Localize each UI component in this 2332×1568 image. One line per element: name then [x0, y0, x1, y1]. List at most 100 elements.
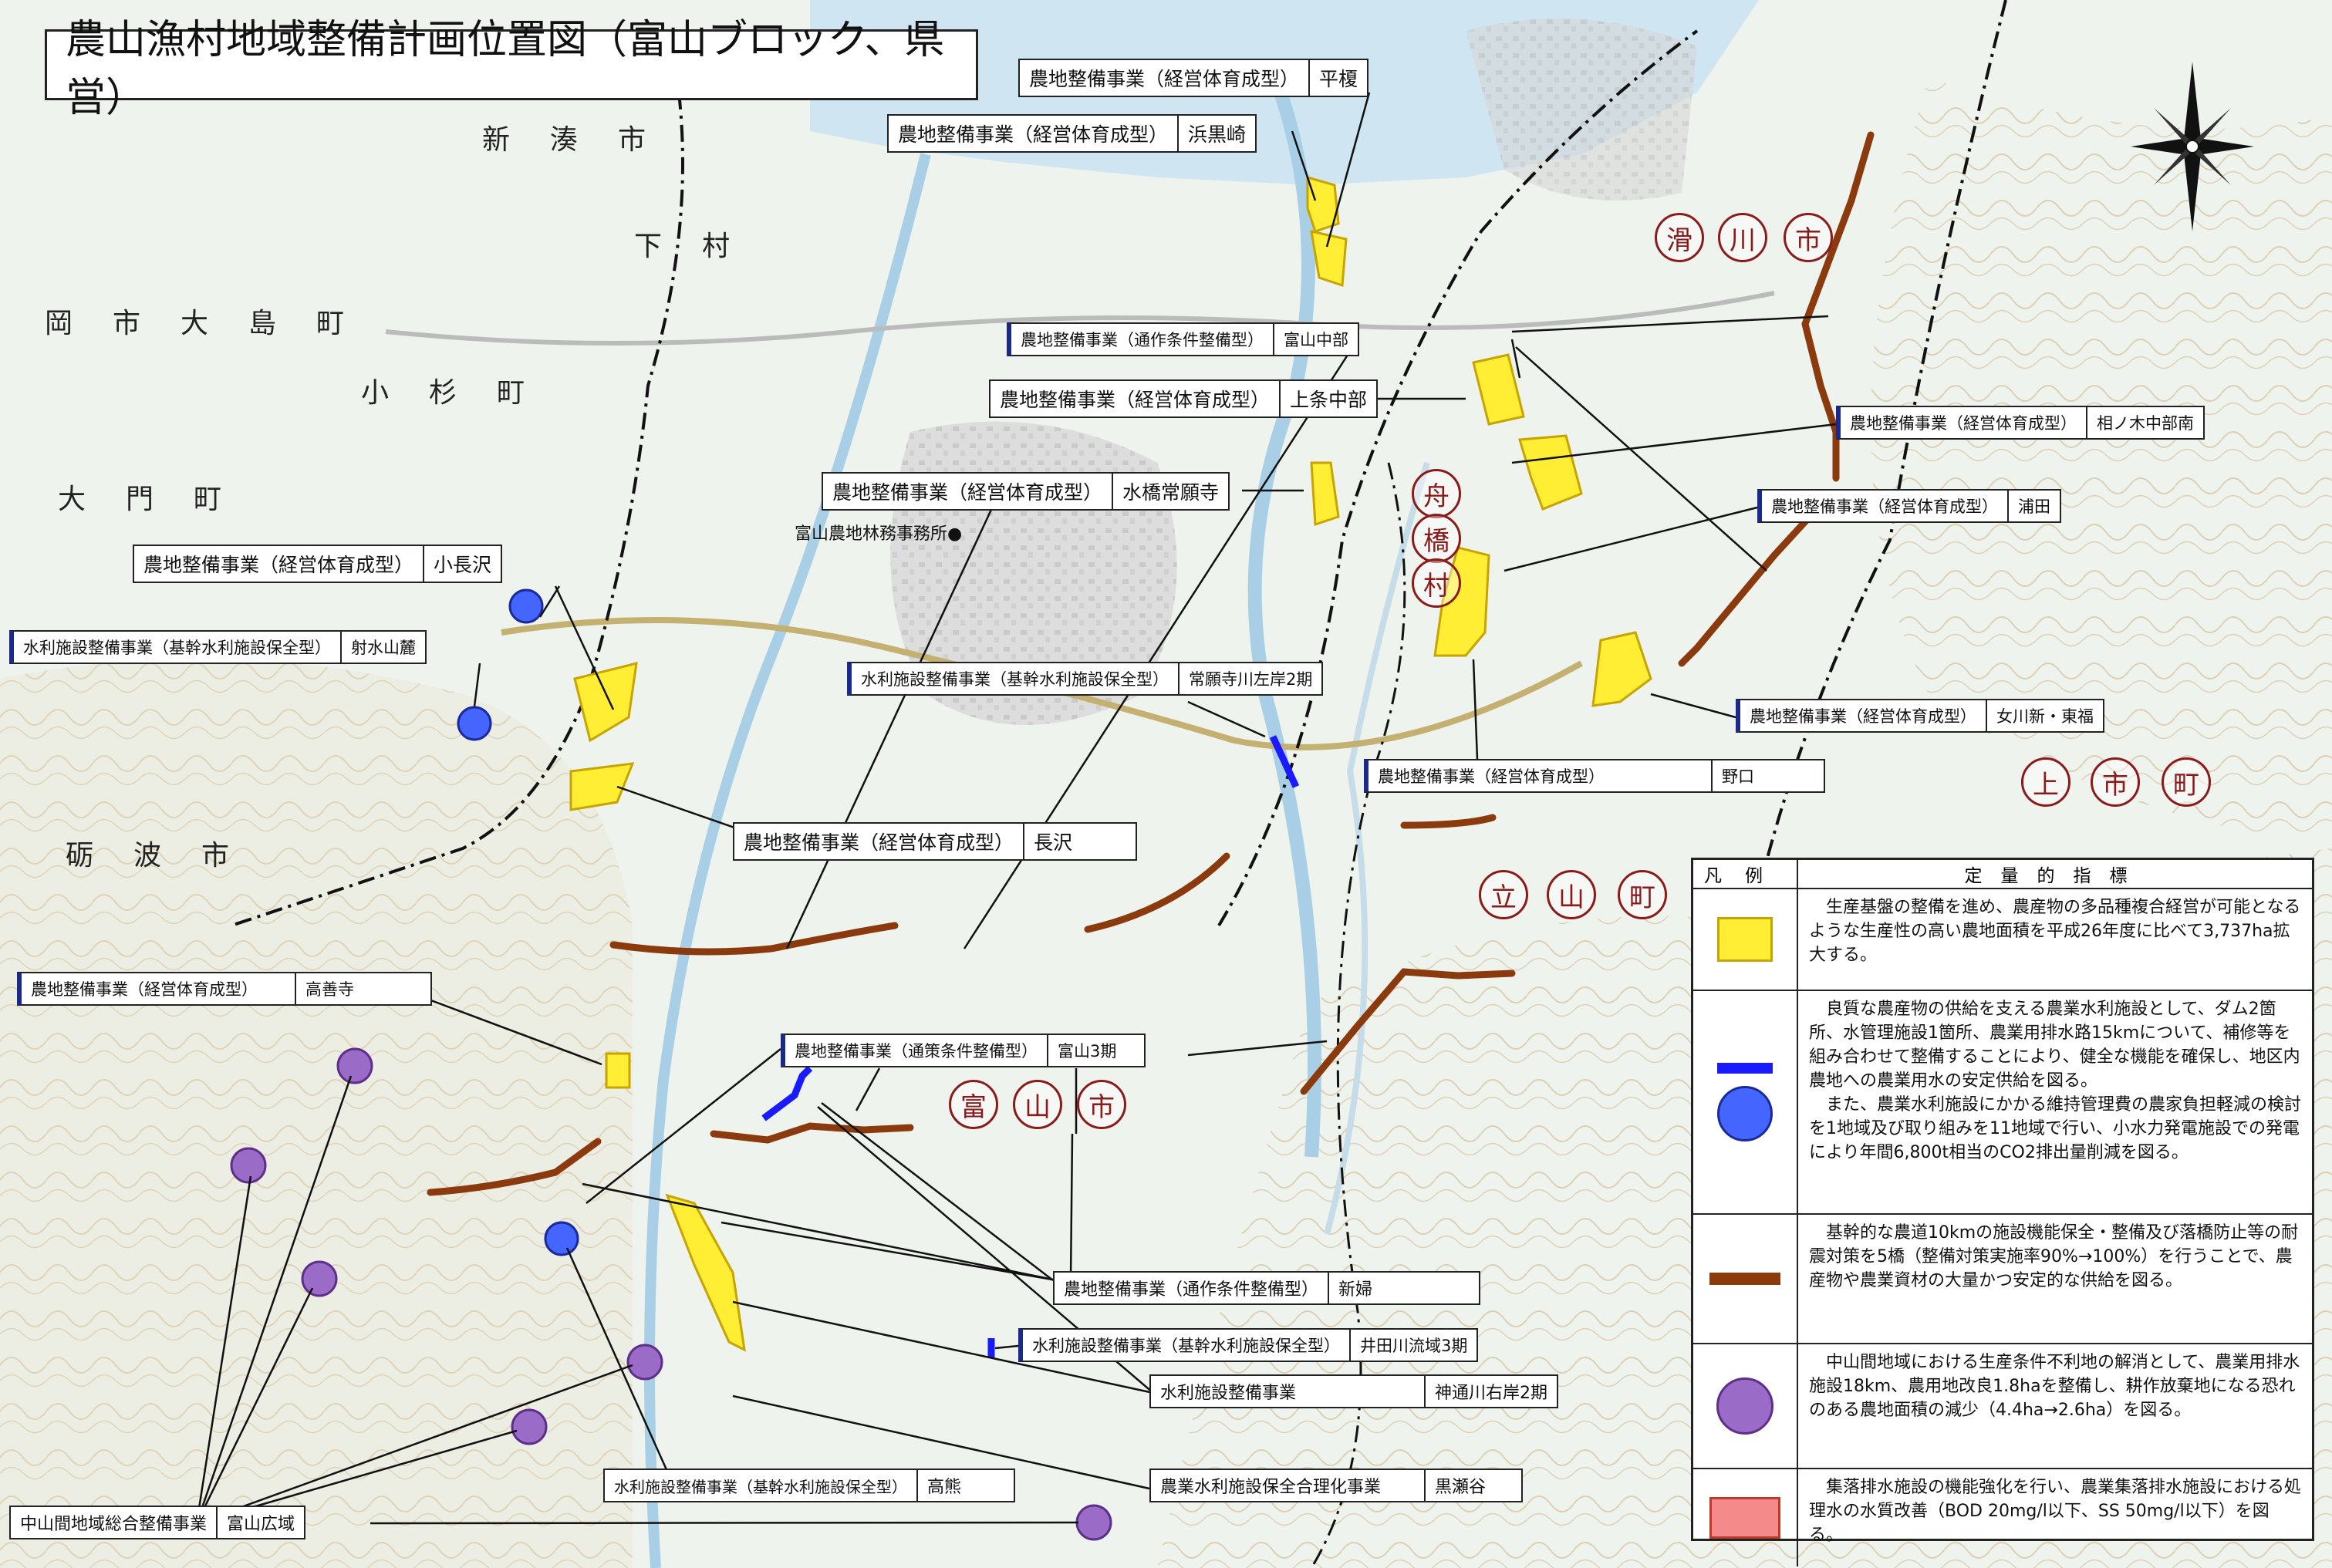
label-toyama-chubu[interactable]: 農地整備事業（通作条件整備型） 富山中部 [1007, 322, 1359, 356]
label-name: 水利施設整備事業（基幹水利施設保全型） [861, 670, 1169, 689]
legend-symbol [1693, 1469, 1798, 1566]
label-name: 農地整備事業（経営体育成型） [1000, 389, 1271, 411]
label-imizu[interactable]: 水利施設整備事業（基幹水利施設保全型） 射水山麓 [9, 630, 427, 664]
circled-char: 舟 [1412, 469, 1461, 518]
circled-char: 立 [1479, 870, 1528, 919]
label-region: 相ノ木中部南 [2086, 407, 2203, 438]
legend: 凡例 定量的指標 生産基盤の整備を進め、農産物の多品種複合経営が可能となるような… [1691, 858, 2314, 1566]
mountain-point-4 [626, 1344, 663, 1381]
label-name: 農業水利施設保全合理化事業 [1160, 1478, 1382, 1497]
legend-symbol [1693, 1344, 1798, 1468]
circled-char: 富 [949, 1080, 998, 1129]
label-takakuma[interactable]: 水利施設整備事業（基幹水利施設保全型） 高熊 [603, 1469, 1015, 1502]
circled-char: 橋 [1412, 514, 1461, 563]
label-kozenji[interactable]: 農地整備事業（経営体育成型） 高善寺 [17, 972, 432, 1006]
legend-text: 基幹的な農道10kmの施設機能保全・整備及び落橋防止等の耐震対策を5橋（整備対策… [1809, 1223, 2299, 1290]
water-point-jinzu [544, 1221, 579, 1256]
label-shinpu[interactable]: 農地整備事業（通作条件整備型） 新婦 [1053, 1271, 1481, 1305]
legend-row-farm: 生産基盤の整備を進め、農産物の多品種複合経営が可能となるような生産性の高い農地面… [1693, 889, 2312, 991]
purple-circle-icon [1716, 1377, 1773, 1435]
circled-char: 市 [2091, 757, 2140, 807]
label-name: 農地整備事業（経営体育成型） [744, 831, 1014, 854]
label-name: 農地整備事業（経営体育成型） [898, 123, 1169, 146]
label-region: 水橋常願寺 [1112, 474, 1228, 509]
label-region: 常願寺川左岸2期 [1178, 663, 1321, 694]
legend-col-symbol: 凡例 [1693, 860, 1798, 888]
farm-area-megawa [1591, 631, 1652, 707]
label-region: 神通川右岸2期 [1424, 1376, 1557, 1407]
farm-area-nagasawa [569, 762, 635, 811]
legend-row-mountain: 中山間地域における生産条件不利地の解消として、農業用排水施設18km、農用地改良… [1693, 1344, 2312, 1469]
label-ainoki[interactable]: 農地整備事業（経営体育成型） 相ノ木中部南 [1836, 406, 2205, 440]
place-kosugi: 小杉町 [361, 377, 565, 409]
label-konagasawa[interactable]: 農地整備事業（経営体育成型） 小長沢 [133, 545, 503, 583]
farm-area-kamijo [1472, 353, 1525, 426]
circled-char: 川 [1718, 213, 1767, 262]
label-kamijo-chubu[interactable]: 農地整備事業（経営体育成型） 上条中部 [989, 379, 1379, 418]
label-name: 農地整備事業（経営体育成型） [1850, 414, 2077, 433]
label-region: 高熊 [916, 1470, 1014, 1501]
circled-char: 町 [1618, 870, 1667, 919]
water-point-imizu [508, 588, 544, 624]
water-points [457, 588, 579, 1256]
label-hamakurosaki[interactable]: 農地整備事業（経営体育成型） 浜黒崎 [887, 114, 1257, 153]
circled-char: 滑 [1655, 213, 1704, 262]
farm-area-ainoki [1518, 434, 1583, 511]
circled-char: 市 [1077, 1080, 1126, 1129]
legend-col-indicator: 定量的指標 [1964, 866, 2146, 886]
circled-char: 山 [1547, 870, 1596, 919]
label-region: 上条中部 [1279, 381, 1376, 416]
label-region: 女川新・東福 [1986, 700, 2103, 731]
label-joganji[interactable]: 水利施設整備事業（基幹水利施設保全型） 常願寺川左岸2期 [847, 662, 1324, 696]
label-region: 高善寺 [295, 973, 430, 1004]
label-name: 農地整備事業（経営体育成型） [1029, 68, 1300, 90]
place-tonami: 砺波市 [66, 840, 270, 872]
label-hiraenoki[interactable]: 農地整備事業（経営体育成型） 平榎 [1018, 59, 1369, 97]
compass-icon [2131, 62, 2254, 231]
label-name: 水利施設整備事業（基幹水利施設保全型） [614, 1477, 907, 1496]
label-region: 黒瀬谷 [1424, 1470, 1521, 1501]
label-region: 新婦 [1328, 1273, 1479, 1303]
label-uraden[interactable]: 農地整備事業（経営体育成型） 浦田 [1757, 489, 2061, 523]
water-line-toyama [761, 1065, 813, 1121]
leader-lines [195, 92, 1837, 1525]
mountain-point-3 [301, 1260, 338, 1297]
place-oshima: 岡市大島町 [45, 308, 385, 339]
circled-char: 市 [1784, 213, 1833, 262]
legend-row-sewage: 集落排水施設の機能強化を行い、農業集落排水施設における処理水の水質改善（BOD … [1693, 1469, 2312, 1566]
legend-text: 良質な農産物の供給を支える農業水利施設として、ダム2箇所、水管理施設1箇所、農業… [1809, 1000, 2302, 1162]
label-megawa[interactable]: 農地整備事業（経営体育成型） 女川新・東福 [1736, 699, 2104, 733]
label-name: 水利施設整備事業（基幹水利施設保全型） [23, 639, 331, 657]
legend-symbol [1693, 991, 1798, 1213]
label-name: 農地整備事業（経営体育成型） [31, 980, 258, 999]
label-toyama3[interactable]: 農地整備事業（通策条件整備型） 富山3期 [781, 1034, 1146, 1067]
label-name: 農地整備事業（通策条件整備型） [795, 1042, 1038, 1061]
label-name: 農地整備事業（通作条件整備型） [1021, 331, 1264, 349]
label-kurosedani[interactable]: 農業水利施設保全合理化事業 黒瀬谷 [1149, 1469, 1523, 1502]
label-region: 浜黒崎 [1177, 116, 1255, 151]
farm-area-hiraenoki [1306, 176, 1340, 233]
label-name: 中山間地域総合整備事業 [20, 1515, 208, 1534]
circled-char: 上 [2021, 757, 2070, 807]
label-region: 野口 [1711, 760, 1824, 791]
label-name: 水利施設整備事業 [1160, 1384, 1297, 1403]
label-region: 小長沢 [423, 546, 501, 582]
label-itagawa[interactable]: 水利施設整備事業（基幹水利施設保全型） 井田川流域3期 [1018, 1328, 1479, 1362]
water-lines [761, 735, 1300, 1357]
legend-row-road: 基幹的な農道10kmの施設機能保全・整備及び落橋防止等の耐震対策を5橋（整備対策… [1693, 1215, 2312, 1344]
label-region: 富山3期 [1047, 1035, 1144, 1066]
circled-char: 村 [1412, 558, 1461, 608]
label-jinzu[interactable]: 水利施設整備事業 神通川右岸2期 [1149, 1374, 1558, 1408]
label-nagasawa[interactable]: 農地整備事業（経営体育成型） 長沢 [733, 822, 1138, 861]
label-name: 農地整備事業（通作条件整備型） [1064, 1280, 1319, 1300]
circled-char: 山 [1013, 1080, 1062, 1129]
legend-text: 生産基盤の整備を進め、農産物の多品種複合経営が可能となるような生産性の高い農地面… [1809, 898, 2301, 965]
farm-area-konagasawa [573, 662, 638, 743]
label-chusankan[interactable]: 中山間地域総合整備事業 富山広域 [9, 1506, 306, 1539]
label-name: 農地整備事業（経営体育成型） [832, 481, 1103, 504]
label-name: 水利施設整備事業（基幹水利施設保全型） [1032, 1337, 1340, 1355]
legend-header: 凡例 定量的指標 [1693, 860, 2312, 889]
blue-line-icon [1717, 1063, 1773, 1074]
label-noguchi[interactable]: 農地整備事業（経営体育成型） 野口 [1364, 759, 1825, 793]
label-mizuhashi[interactable]: 農地整備事業（経営体育成型） 水橋常願寺 [822, 472, 1230, 511]
